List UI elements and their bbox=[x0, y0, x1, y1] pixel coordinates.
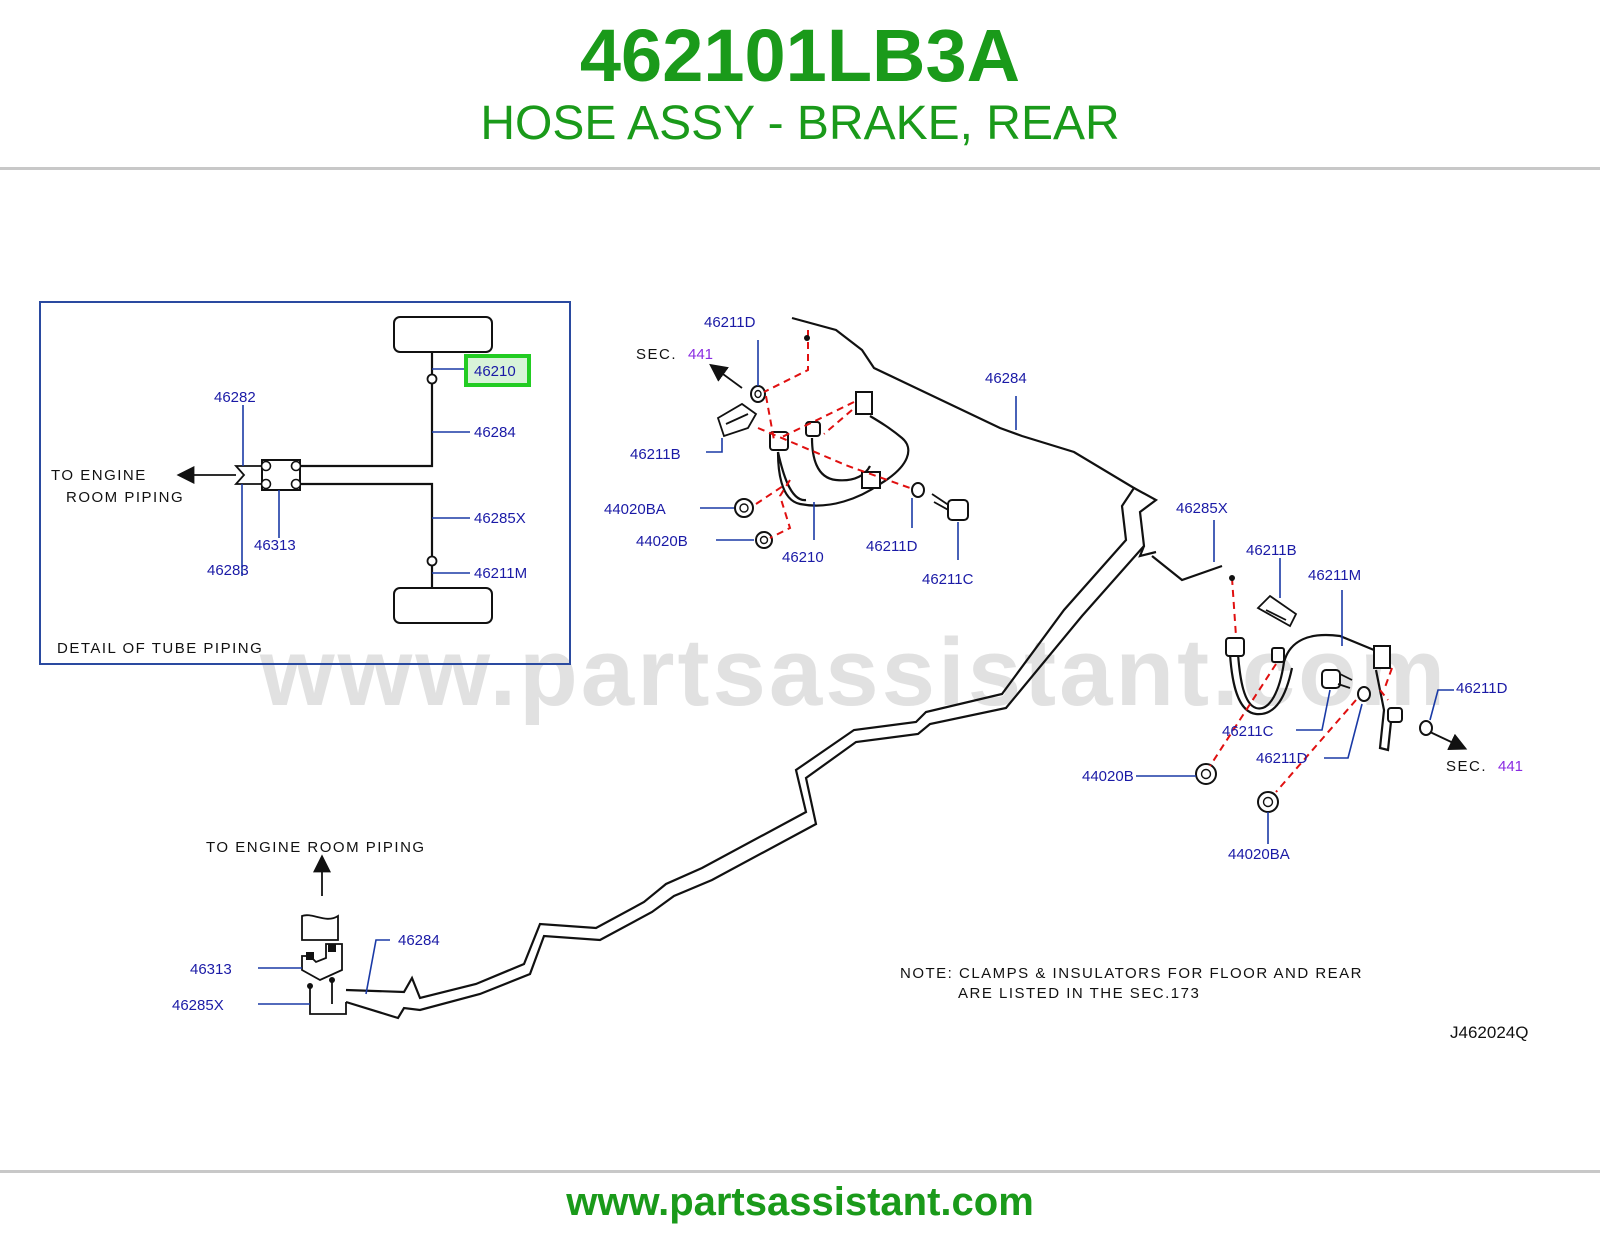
detail-label-46282[interactable]: 46282 bbox=[214, 389, 256, 406]
note-line-1: NOTE: CLAMPS & INSULATORS FOR FLOOR AND … bbox=[900, 965, 1363, 982]
parts-diagram: 46210 46284 46282 46285X 46313 46283 462… bbox=[39, 301, 1528, 1042]
label-46211C-b[interactable]: 46211C bbox=[1222, 723, 1274, 740]
arrow-sec441-left-icon bbox=[709, 363, 743, 389]
hose-46211M-body bbox=[1236, 634, 1375, 710]
footer-url-link[interactable]: www.partsassistant.com bbox=[566, 1180, 1034, 1224]
detail-label-46283[interactable]: 46283 bbox=[207, 562, 249, 579]
washer-46211D-d-icon bbox=[1419, 720, 1433, 736]
diagram-code: J462024Q bbox=[1450, 1023, 1528, 1042]
bolt-46211C-b-icon bbox=[1321, 669, 1341, 689]
part-description: HOSE ASSY - BRAKE, REAR bbox=[480, 97, 1120, 150]
sec-441-left-link[interactable]: 441 bbox=[688, 346, 713, 363]
label-44020B-b[interactable]: 44020B bbox=[1082, 768, 1134, 785]
label-46211M[interactable]: 46211M bbox=[1308, 567, 1361, 584]
highlighted-part-box[interactable] bbox=[464, 354, 531, 387]
label-44020B-a[interactable]: 44020B bbox=[636, 533, 688, 550]
label-46284-bottom[interactable]: 46284 bbox=[398, 932, 440, 949]
label-46211D-a[interactable]: 46211D bbox=[704, 314, 756, 331]
right-hose-assembly: 46285X 46211B 46211M 46211D 46211C 46211… bbox=[1082, 500, 1523, 863]
label-46285X-bottom[interactable]: 46285X bbox=[172, 997, 224, 1014]
note-line-2: ARE LISTED IN THE SEC.173 bbox=[958, 985, 1200, 1002]
label-46211D-b[interactable]: 46211D bbox=[866, 538, 918, 555]
tube-rear-joint bbox=[1151, 555, 1223, 582]
main-brake-tube bbox=[345, 316, 1223, 1020]
label-46210[interactable]: 46210 bbox=[782, 549, 824, 566]
label-44020BA-b[interactable]: 44020BA bbox=[1228, 846, 1290, 863]
label-46211B-b[interactable]: 46211B bbox=[1246, 542, 1297, 559]
hose-end-fitting-icon bbox=[855, 391, 873, 415]
sec-text-left: SEC. bbox=[636, 346, 677, 363]
to-engine-room-piping-text: TO ENGINE ROOM PIPING bbox=[206, 839, 426, 856]
detail-label-46285X[interactable]: 46285X bbox=[474, 510, 526, 527]
detail-label-46211M[interactable]: 46211M bbox=[474, 565, 527, 582]
clip-46211B-b-icon bbox=[1256, 594, 1298, 628]
arrow-sec441-right-icon bbox=[1429, 731, 1468, 751]
detail-room-piping-text: ROOM PIPING bbox=[66, 489, 184, 506]
detail-tube-upper bbox=[300, 384, 434, 468]
washer-46211D-b-icon bbox=[911, 482, 925, 498]
wheel-bottom bbox=[393, 587, 493, 624]
header-divider bbox=[0, 167, 1600, 170]
sec-text-right: SEC. bbox=[1446, 758, 1487, 775]
detail-caption: DETAIL OF TUBE PIPING bbox=[57, 640, 263, 657]
detail-to-engine-text: TO ENGINE bbox=[51, 467, 147, 484]
detail-label-46313[interactable]: 46313 bbox=[254, 537, 296, 554]
detail-frame bbox=[39, 301, 571, 665]
bottom-left-junction: TO ENGINE ROOM PIPING 46313 46285X 46284 bbox=[172, 839, 440, 1015]
wheel-top bbox=[393, 316, 493, 353]
hose-end-fitting-right-icon bbox=[1373, 645, 1391, 669]
label-46285X-top[interactable]: 46285X bbox=[1176, 500, 1228, 517]
detail-tube-lower bbox=[300, 482, 434, 556]
left-hose-assembly: 46211D SEC. 441 46211B 44020BA 44020B 46… bbox=[604, 314, 1027, 588]
page-header: 462101LB3A HOSE ASSY - BRAKE, REAR bbox=[0, 0, 1600, 168]
part-number-title: 462101LB3A bbox=[579, 14, 1021, 97]
label-46211C-a[interactable]: 46211C bbox=[922, 571, 974, 588]
footer-divider bbox=[0, 1170, 1600, 1173]
label-46211D-d[interactable]: 46211D bbox=[1256, 750, 1308, 767]
clip-46211B-icon bbox=[716, 402, 758, 438]
label-46313[interactable]: 46313 bbox=[190, 961, 232, 978]
detail-label-46210[interactable]: 46210 bbox=[474, 363, 516, 380]
label-46284-top[interactable]: 46284 bbox=[985, 370, 1027, 387]
sec-441-right-link[interactable]: 441 bbox=[1498, 758, 1523, 775]
label-46211B-a[interactable]: 46211B bbox=[630, 446, 681, 463]
detail-of-tube-piping: 46210 46284 46282 46285X 46313 46283 462… bbox=[39, 301, 571, 665]
label-46211D-c[interactable]: 46211D bbox=[1456, 680, 1508, 697]
label-44020BA-a[interactable]: 44020BA bbox=[604, 501, 666, 518]
detail-label-46284[interactable]: 46284 bbox=[474, 424, 516, 441]
washer-46211D-c-icon bbox=[1357, 686, 1371, 702]
